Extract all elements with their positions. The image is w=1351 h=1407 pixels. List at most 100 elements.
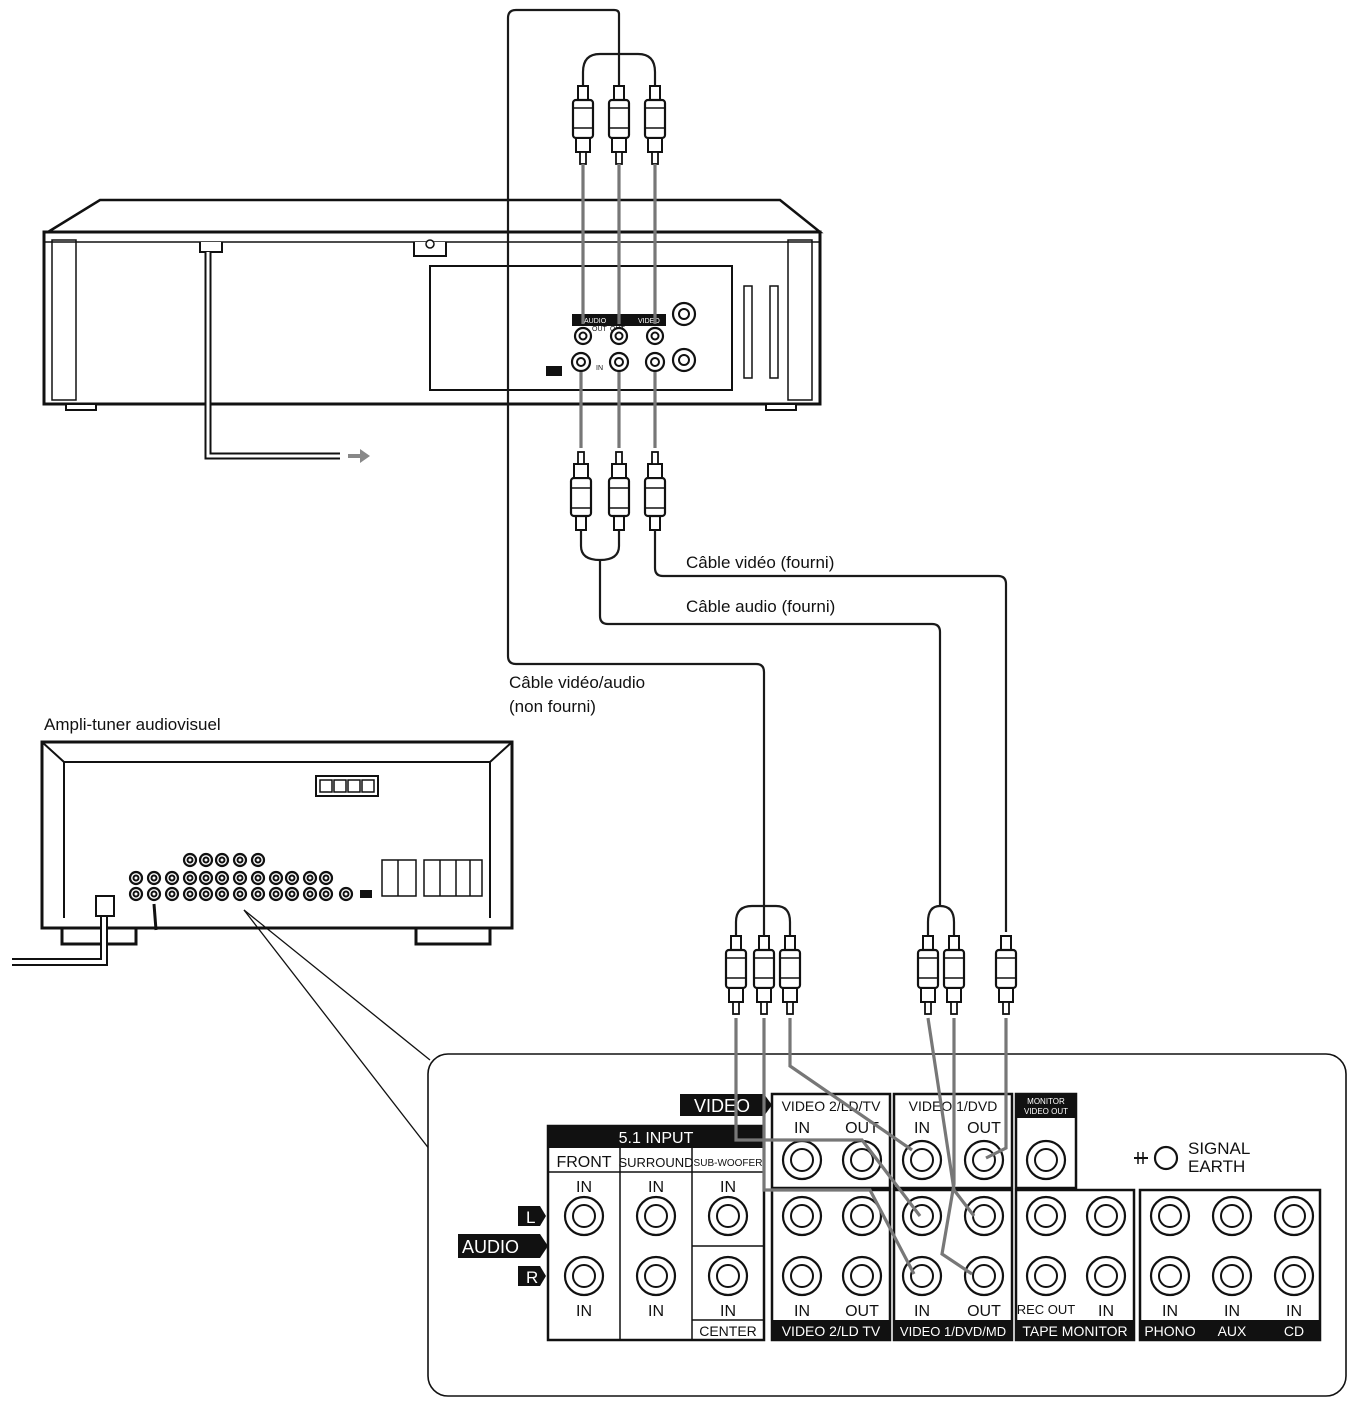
jack-label: OUT	[967, 1303, 1001, 1320]
r-arrow-icon	[518, 1266, 546, 1286]
amp-jack	[250, 870, 266, 886]
vcr-jack-audio-in-l	[570, 351, 592, 373]
jack-label: IN	[648, 1179, 664, 1196]
audio-input-jack	[635, 1255, 677, 1297]
amp-jack	[268, 870, 284, 886]
video2-bottom-label: VIDEO 2/LD TV	[782, 1323, 881, 1339]
av-receiver-unit	[12, 740, 514, 1151]
front-label: FRONT	[556, 1154, 611, 1171]
jack-label: IN	[576, 1303, 592, 1320]
amp-jack	[250, 852, 266, 868]
audio-cable-label: Câble audio (fourni)	[686, 597, 835, 616]
amp-jack	[146, 870, 162, 886]
vcr-jack-audio-out-l	[573, 326, 593, 346]
amp-jack	[182, 886, 198, 902]
l-arrow-icon	[518, 1206, 546, 1226]
av-cable-label-line2: (non fourni)	[509, 697, 596, 716]
jack-label: IN	[1162, 1303, 1178, 1320]
top-cable-bundle	[506, 8, 766, 906]
audio-jack-l	[1085, 1195, 1127, 1237]
arrow-right-icon	[348, 449, 370, 463]
video-cable-label: Câble vidéo (fourni)	[686, 553, 834, 572]
monitor-out-label-1: MONITOR	[1027, 1097, 1065, 1106]
jack-label: IN	[648, 1303, 664, 1320]
amp-jack	[214, 870, 230, 886]
audio-jack-r	[963, 1255, 1005, 1297]
vcr-video-label: VIDEO	[638, 318, 660, 325]
audio-input-jack	[707, 1255, 749, 1297]
audio-jack-r	[1025, 1255, 1067, 1297]
video2-top-label: VIDEO 2/LD/TV	[782, 1098, 881, 1114]
jack-label: OUT	[845, 1303, 879, 1320]
amp-jack-grid	[128, 852, 354, 902]
audio-input-jack	[707, 1195, 749, 1237]
audio-jack-l	[781, 1195, 823, 1237]
amp-jack	[302, 886, 318, 902]
audio-jack-r	[841, 1255, 883, 1297]
panel-cables	[734, 1017, 1008, 1276]
video-jack	[963, 1139, 1005, 1181]
amp-jack	[164, 870, 180, 886]
audio-jack-l	[1211, 1195, 1253, 1237]
aux-label: AUX	[1218, 1323, 1247, 1339]
amp-jack	[146, 886, 162, 902]
vcr-antenna-out	[671, 347, 697, 373]
earth-label: EARTH	[1188, 1157, 1245, 1176]
panel-in-out-labels: IN IN IN IN IN IN IN OUT IN OUT IN OUT IN OUT REC OUT I…	[576, 1120, 1302, 1320]
jack-label: IN	[1224, 1303, 1240, 1320]
surround-label: SURROUND	[618, 1155, 693, 1170]
amp-jack	[268, 886, 284, 902]
audio-input-jack	[563, 1255, 605, 1297]
amp-jack	[284, 870, 300, 886]
audio-jack-r	[1211, 1255, 1253, 1297]
middle-cable-bundle	[571, 372, 1008, 932]
audio-jack-l	[1149, 1195, 1191, 1237]
jack-label: IN	[1098, 1303, 1114, 1320]
amp-jack	[128, 870, 144, 886]
amp-cable-bundle	[724, 904, 1018, 1016]
tape-monitor-label: TAPE MONITOR	[1022, 1323, 1127, 1339]
jack-label: IN	[794, 1120, 810, 1137]
audio-input-jack	[635, 1195, 677, 1237]
amp-jack	[198, 852, 214, 868]
amp-jack	[232, 870, 248, 886]
audio-jack-l	[1025, 1195, 1067, 1237]
amp-jack	[302, 870, 318, 886]
audio-jack-r	[1273, 1255, 1315, 1297]
audio-jack-l	[841, 1195, 883, 1237]
vcr-unit: AUDIO VIDEO OUT OUT IN	[42, 198, 824, 463]
amp-jack	[232, 886, 248, 902]
ground-icon	[1134, 1152, 1148, 1164]
jack-label: IN	[576, 1179, 592, 1196]
amp-jack	[182, 852, 198, 868]
amp-jack	[338, 886, 354, 902]
jack-label: OUT	[967, 1120, 1001, 1137]
av-cable-label-line1: Câble vidéo/audio	[509, 673, 645, 692]
vcr-jack-audio-out-r	[609, 326, 629, 346]
signal-earth-terminal	[1153, 1145, 1179, 1171]
jack-label: IN	[914, 1303, 930, 1320]
audio-jack-r	[901, 1255, 943, 1297]
amp-jack	[182, 870, 198, 886]
vcr-jack-audio-in-r	[608, 351, 630, 373]
vcr-in-label: IN	[596, 365, 603, 372]
audio-jack-l	[1273, 1195, 1315, 1237]
receiver-panel-zoom: 5.1 INPUT FRONT SURROUND SUB-WOOFER CENT…	[427, 1017, 1347, 1397]
audio-arrow-icon	[458, 1234, 548, 1258]
amp-jack	[284, 886, 300, 902]
jack-label: IN	[794, 1303, 810, 1320]
jack-label: IN	[720, 1179, 736, 1196]
vcr-switch	[546, 366, 562, 376]
jack-label: REC OUT	[1017, 1302, 1076, 1317]
center-label: CENTER	[699, 1323, 757, 1339]
amp-jack	[214, 852, 230, 868]
phono-label: PHONO	[1144, 1323, 1195, 1339]
jack-label: OUT	[845, 1120, 879, 1137]
audio-label: AUDIO	[462, 1237, 519, 1257]
subwoofer-label: SUB-WOOFER	[694, 1158, 763, 1169]
audio-jack-r	[1085, 1255, 1127, 1297]
audio-jack-r	[1149, 1255, 1191, 1297]
amp-jack	[250, 886, 266, 902]
video-jack	[901, 1139, 943, 1181]
